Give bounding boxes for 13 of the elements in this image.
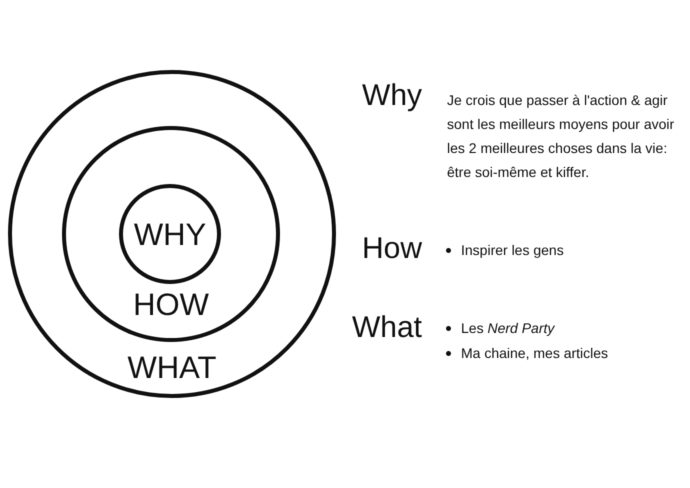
circle-label: HOW <box>133 288 209 322</box>
circle-label: WHY <box>134 218 206 252</box>
list-item: Inspirer les gens <box>461 241 564 260</box>
section-heading: What <box>352 311 422 345</box>
list-item: Ma chaine, mes articles <box>461 344 608 363</box>
outer-circle <box>8 70 336 398</box>
inner-circle <box>119 184 221 284</box>
circle-label: WHAT <box>128 351 216 385</box>
list-item: Les Nerd Party <box>461 319 554 338</box>
statement-paragraph: Je crois que passer à l'action & agir sont les meilleurs moyens pour avoir les 2 meilleures choses dans la vie: être soi-même et kiffer. <box>447 91 676 182</box>
section-heading: Why <box>362 79 422 113</box>
middle-circle <box>62 126 280 342</box>
section-heading: How <box>362 232 422 266</box>
